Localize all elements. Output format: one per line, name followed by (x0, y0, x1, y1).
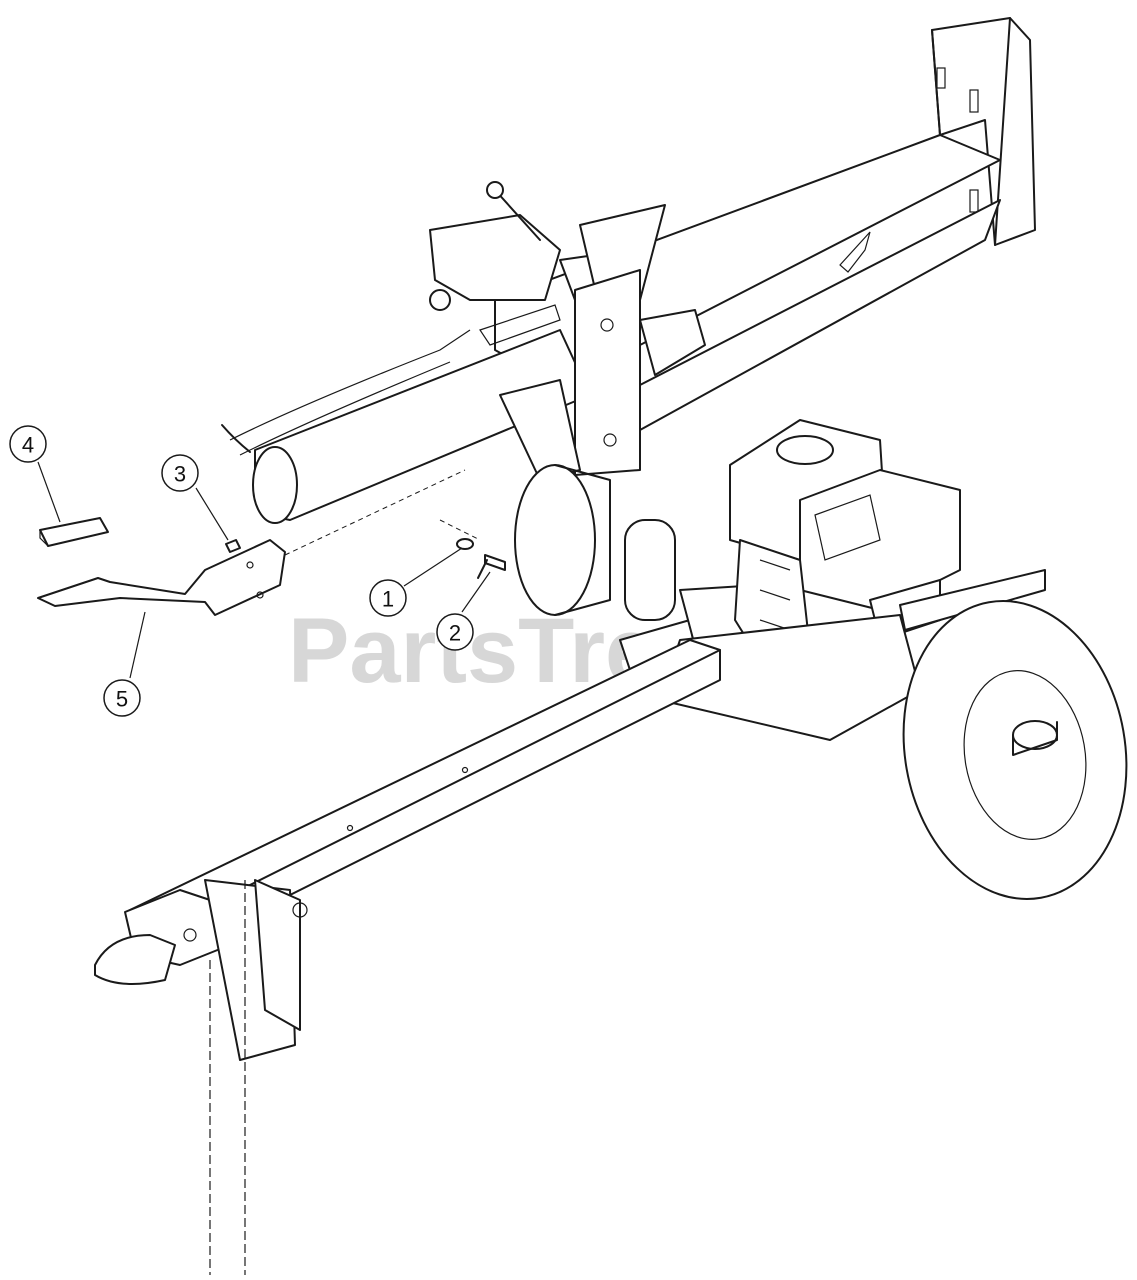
part-2-bolt (484, 554, 506, 571)
exploded-parts (37, 469, 506, 616)
wheel (902, 600, 1128, 900)
safety-chains (209, 880, 246, 1275)
oil-tank (499, 379, 611, 616)
part-5-bracket (37, 539, 286, 616)
ram-slide (574, 204, 706, 476)
callout-4[interactable]: 4 (9, 425, 47, 463)
callout-1[interactable]: 1 (369, 579, 407, 617)
callout-3[interactable]: 3 (161, 454, 199, 492)
part-1-washer (456, 538, 474, 550)
callout-4-label: 4 (22, 433, 34, 458)
callout-2[interactable]: 2 (436, 613, 474, 651)
callout-5[interactable]: 5 (103, 679, 141, 717)
callout-1-label: 1 (382, 587, 394, 612)
callout-5-label: 5 (116, 687, 128, 712)
engine (729, 419, 961, 661)
hydraulic-cylinder (221, 329, 591, 524)
part-3-nut (225, 539, 241, 553)
callout-leaders (37, 461, 491, 679)
callout-3-label: 3 (174, 462, 186, 487)
part-4-pad (39, 517, 109, 547)
hitch-coupler (94, 879, 308, 1061)
callout-2-label: 2 (449, 621, 461, 646)
